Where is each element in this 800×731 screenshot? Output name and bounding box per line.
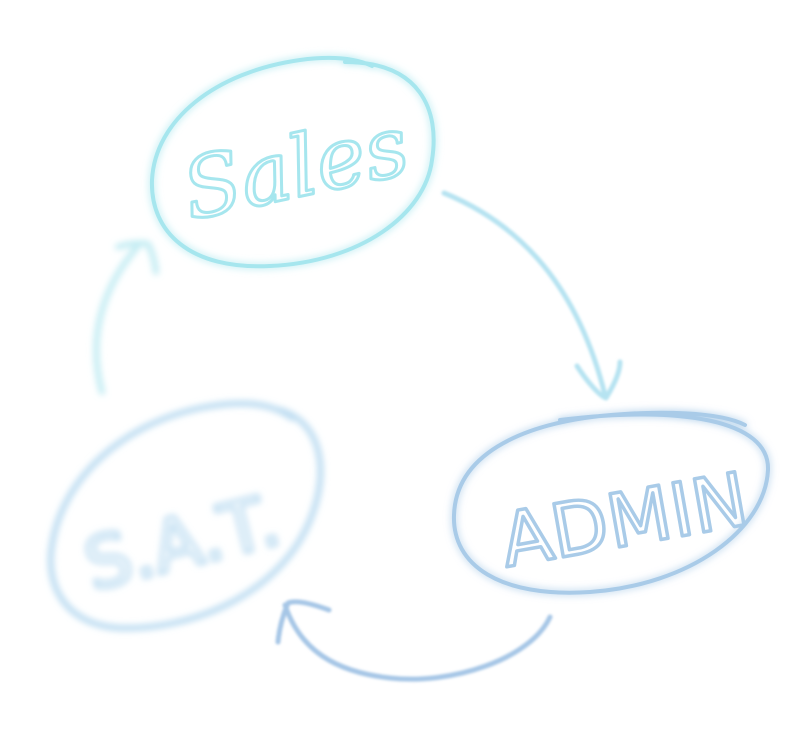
admin-ellipse <box>451 410 771 595</box>
node-admin: ADMIN <box>451 410 771 595</box>
arrow-shaft <box>93 243 141 395</box>
edge-sales-to-admin <box>441 190 623 401</box>
sat-ellipse <box>47 400 324 632</box>
arrow-shaft <box>441 190 608 398</box>
arrow-shaft <box>282 602 553 682</box>
edge-admin-to-sat <box>275 599 553 682</box>
sales-ellipse <box>149 56 436 269</box>
admin-label: ADMIN <box>494 457 754 585</box>
arrow-head <box>574 359 623 401</box>
node-sales: Sales <box>149 56 436 269</box>
arrow-head <box>275 599 332 645</box>
sales-label: Sales <box>174 96 417 239</box>
arrow-head <box>115 240 159 275</box>
node-sat: S.A.T. <box>47 400 324 632</box>
edge-sat-to-sales <box>93 240 159 395</box>
